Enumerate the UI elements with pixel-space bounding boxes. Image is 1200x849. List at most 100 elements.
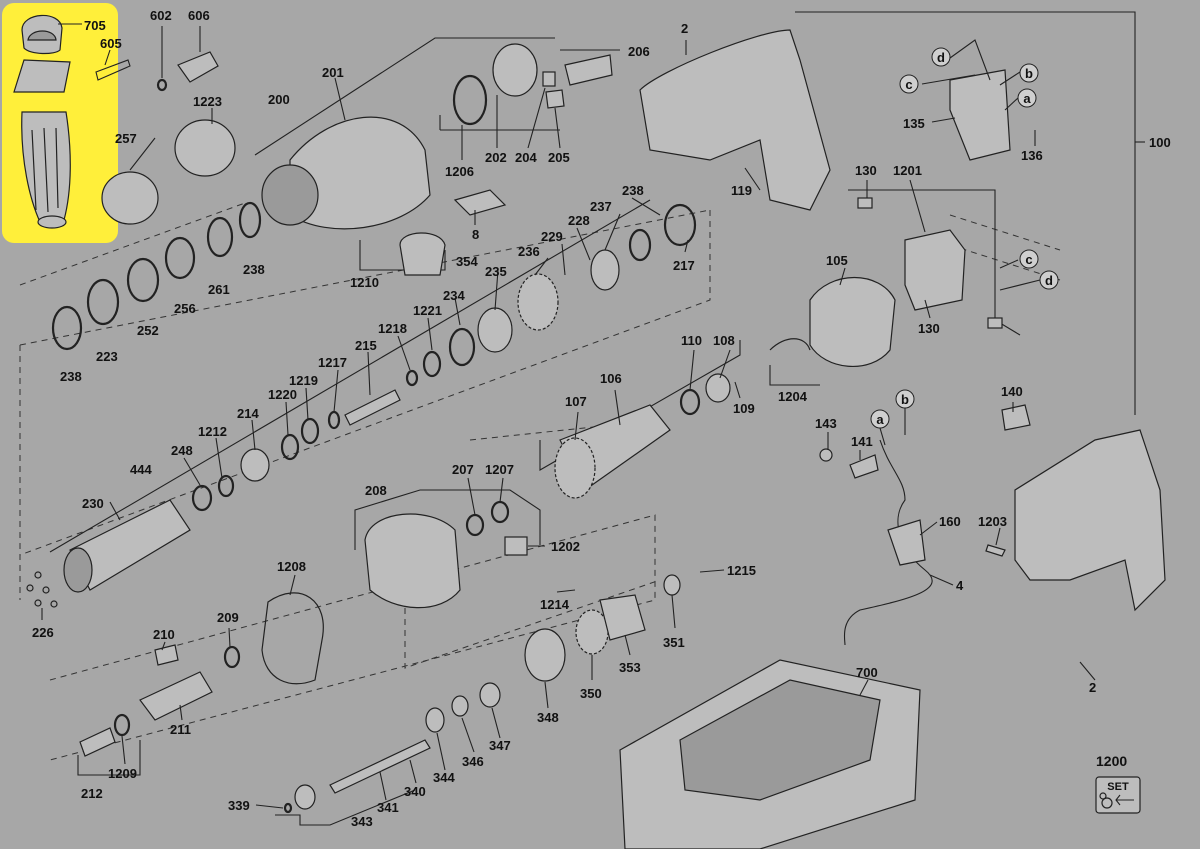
part-205 [545,89,565,109]
callout-160: 160 [939,514,961,529]
leader [228,627,231,648]
ball [34,599,42,607]
callout-700: 700 [856,665,878,680]
part-1203 [985,544,1006,557]
callout-8: 8 [472,227,479,242]
guide-line [49,514,656,761]
bubble-letter: c [1025,252,1032,267]
leader [161,641,166,651]
leader [544,681,549,709]
part-605-rod [95,59,131,81]
bubble [895,389,915,409]
ring [452,74,488,126]
part-143-screw [819,448,833,462]
part-108 [705,373,731,403]
callout-labels: 705 605 602 606 201 200 206 1223 257 120… [32,8,1171,829]
callout-109: 109 [733,401,755,416]
ring [164,236,196,280]
part-105-field [809,277,896,368]
ring [156,78,168,92]
leader [1004,97,1019,111]
leader [251,419,256,451]
part-206 [564,54,613,86]
ball [34,571,42,579]
leader [999,259,1019,269]
leader [929,574,954,586]
part-130-brush [857,197,873,209]
callout-100: 100 [1149,135,1171,150]
bubble [1019,63,1039,83]
ring [679,388,701,416]
ring [422,350,442,378]
part-354-knob [399,232,446,276]
leader [995,527,1001,546]
bubble [1039,270,1059,290]
callout-140: 140 [1001,384,1023,399]
part-236-gear [517,273,559,331]
callout-346: 346 [462,754,484,769]
barrel-end [63,547,93,593]
ring [238,201,262,239]
callout-210: 210 [153,627,175,642]
part-350-gear [575,609,609,655]
bracket [275,789,416,826]
leader [859,679,869,696]
set-icon-box [1095,776,1141,814]
part-210 [154,644,179,666]
bracket [795,11,1136,142]
callout-217: 217 [673,258,695,273]
part-346 [451,695,469,717]
leader [104,49,111,66]
callout-1210: 1210 [350,275,379,290]
set-icon-arrow [1115,794,1134,806]
callout-605: 605 [100,36,122,51]
ring [113,713,131,737]
leader [109,501,121,521]
part-347 [479,682,501,708]
callout-107: 107 [565,394,587,409]
part-1208-gasket [261,592,324,685]
part-100-housing-half-2 [1014,429,1166,612]
leader [839,267,846,286]
callout-206: 206 [628,44,650,59]
part-1202 [504,536,528,556]
set-icon-gear [1101,797,1113,809]
callout-444: 444 [130,462,152,477]
part-348 [524,628,566,682]
callout-340: 340 [404,784,426,799]
callout-130: 130 [855,163,877,178]
part-4-cord [843,439,933,646]
ring [51,305,83,351]
part-140 [1001,404,1031,431]
leader [919,521,938,536]
callout-348: 348 [537,710,559,725]
leader [556,589,576,593]
callout-256: 256 [174,301,196,316]
callout-209: 209 [217,610,239,625]
part-160-sleeve [887,519,926,566]
callout-214: 214 [237,406,259,421]
leader [631,197,661,216]
leader [734,381,741,399]
bubble [1017,88,1037,108]
side-handle-collar [13,59,71,93]
callout-1215: 1215 [727,563,756,578]
part-235 [477,307,513,353]
leader [576,227,591,261]
leader [614,389,621,426]
leader [334,77,346,121]
leader [921,74,976,85]
callout-252: 252 [137,323,159,338]
leader [129,137,156,171]
part-214 [240,448,270,482]
callout-343: 343 [351,814,373,829]
callout-1200: 1200 [1096,753,1127,769]
case-lid-panel [679,679,881,801]
part-1201-brush-holder [904,229,966,311]
callout-238: 238 [243,262,265,277]
callout-1207: 1207 [485,462,514,477]
callout-1204: 1204 [778,389,808,404]
callout-1220: 1220 [268,387,297,402]
ring [327,410,341,430]
